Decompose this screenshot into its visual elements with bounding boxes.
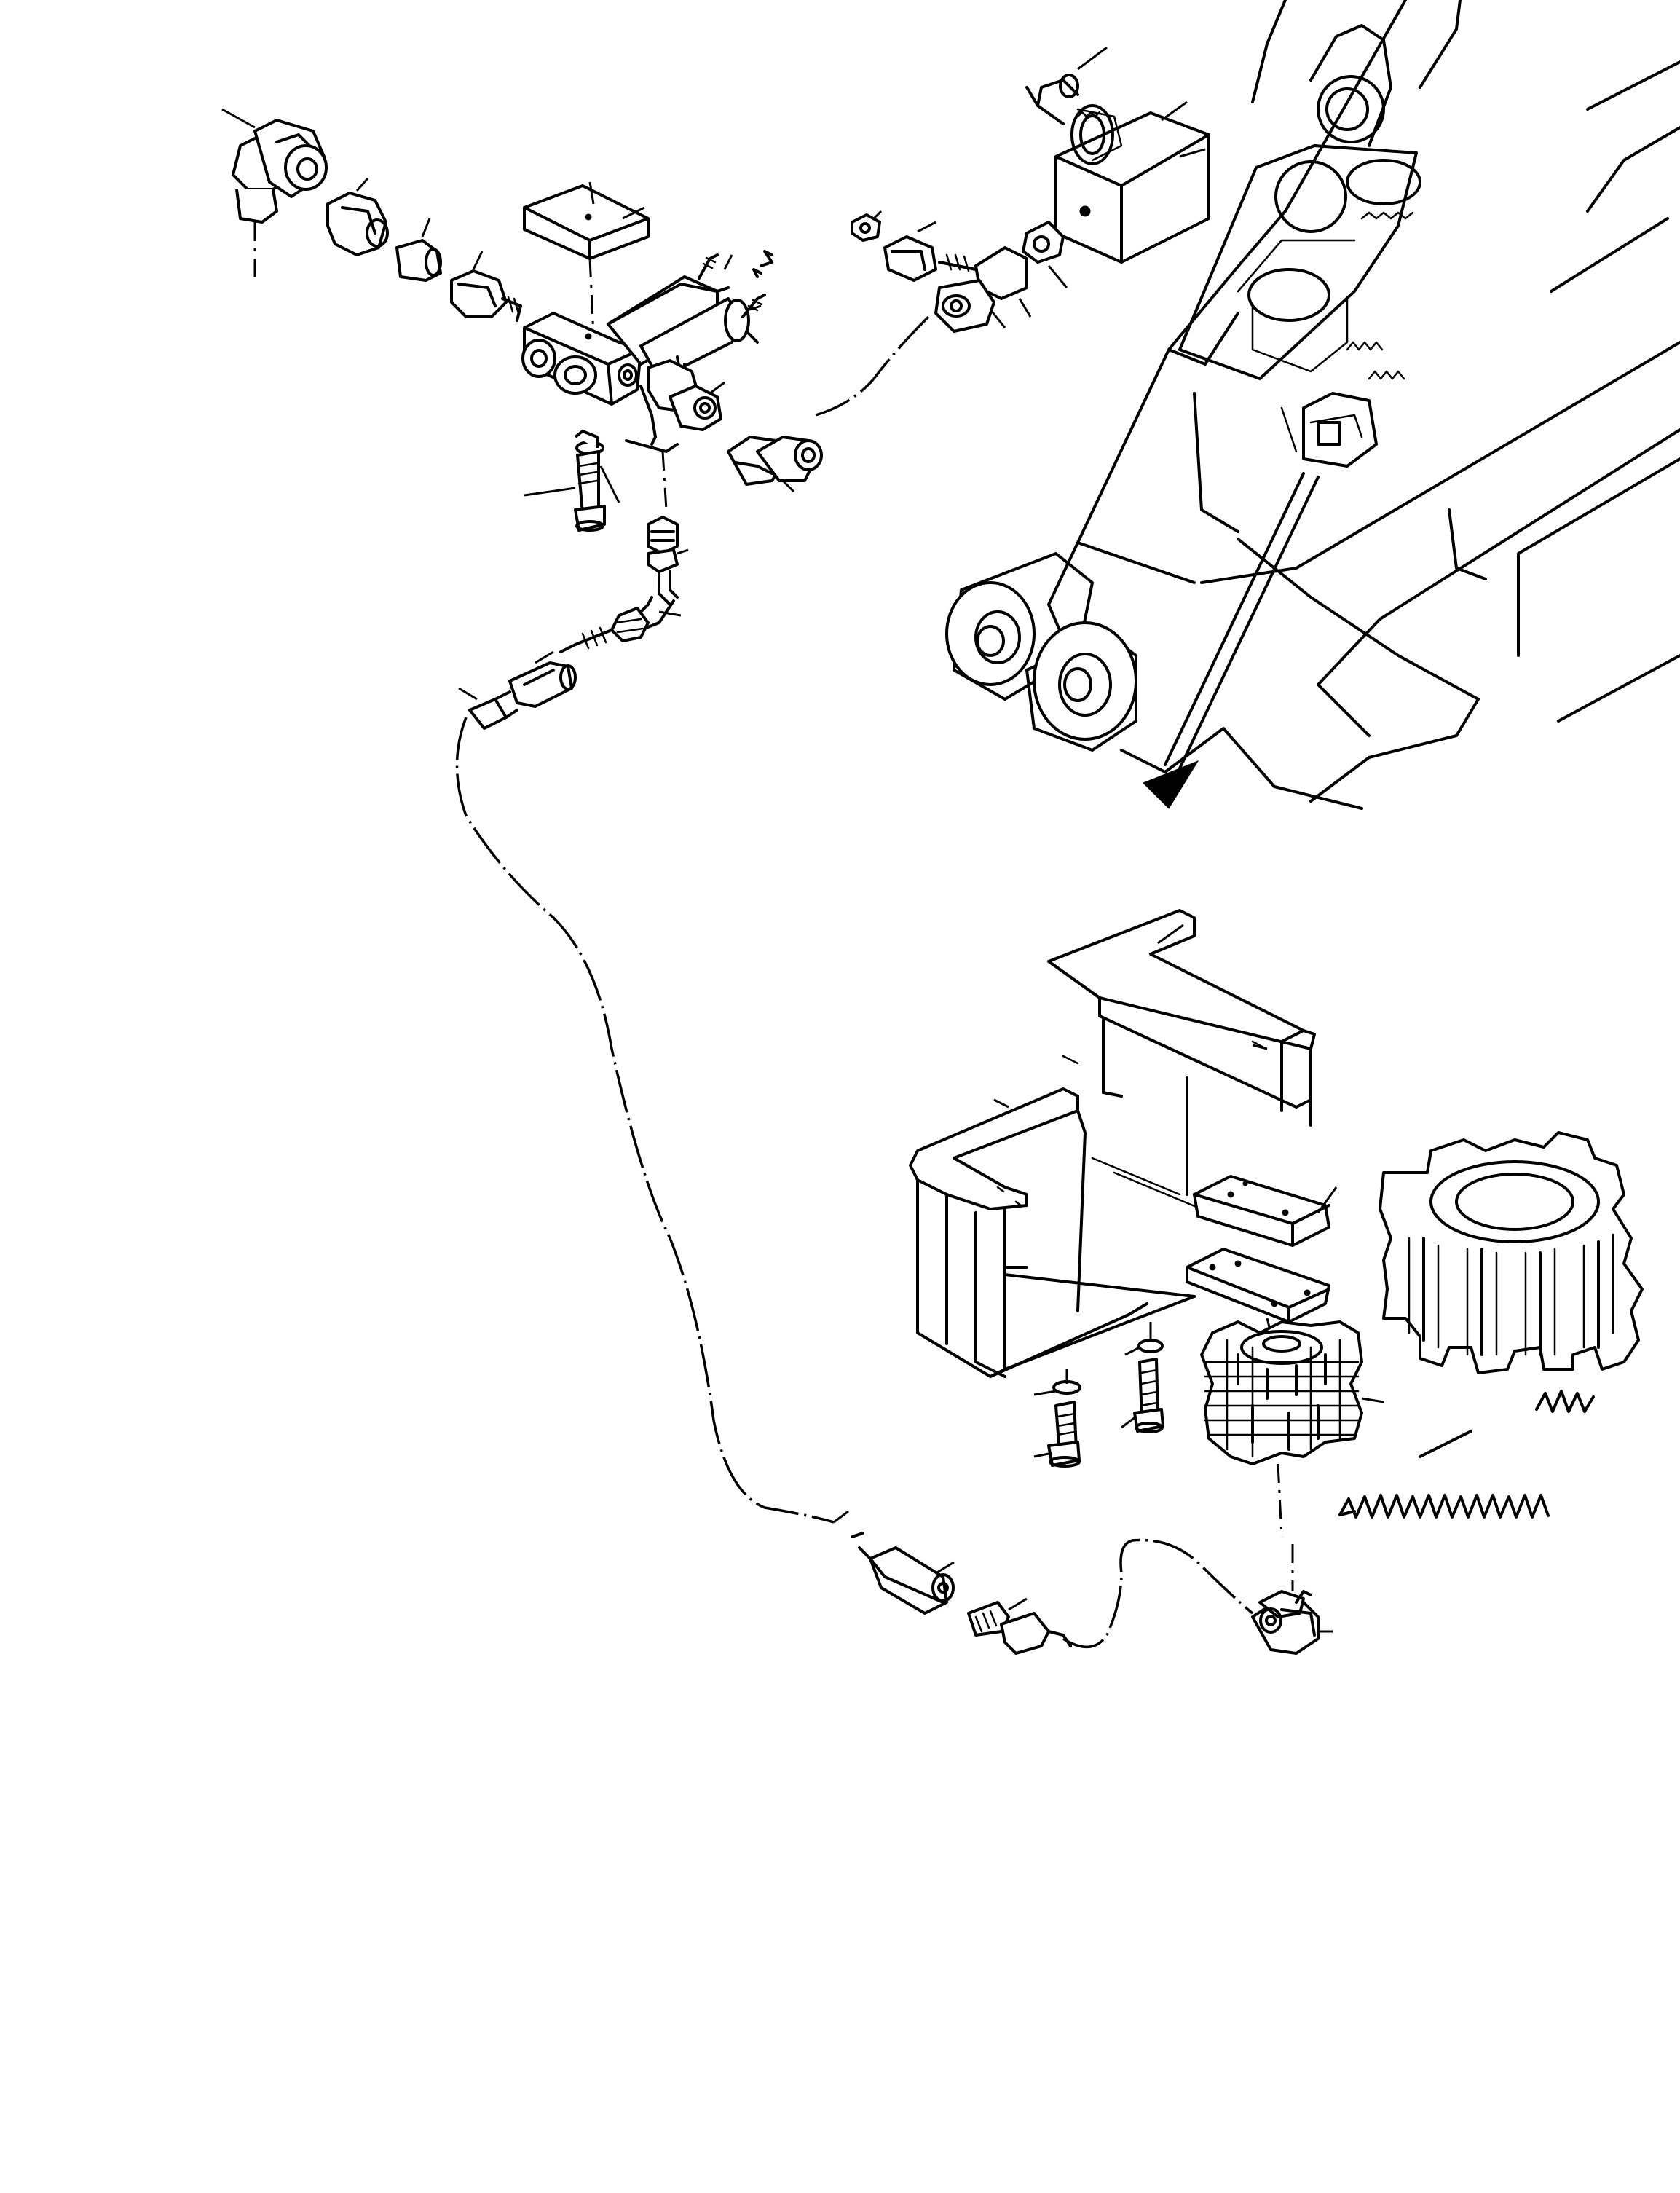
elbow-fitting bbox=[232, 119, 328, 224]
leader-line bbox=[749, 304, 762, 311]
nut bbox=[326, 192, 389, 256]
plug bbox=[1022, 221, 1065, 264]
leader-line bbox=[458, 687, 478, 701]
leader-line bbox=[421, 218, 431, 237]
bolt-with-washer bbox=[1133, 1339, 1164, 1433]
bolt-with-washer bbox=[574, 430, 606, 532]
lube-cylinder bbox=[607, 253, 766, 387]
center-line bbox=[661, 451, 668, 511]
leader-line bbox=[472, 251, 484, 270]
pin-bosses bbox=[945, 552, 1137, 752]
leader-line bbox=[1077, 46, 1108, 71]
leader-line bbox=[1121, 1415, 1137, 1429]
shim-plate bbox=[1193, 1175, 1330, 1247]
rack-teeth bbox=[1338, 1390, 1595, 1519]
leader-line bbox=[1018, 298, 1032, 318]
wire-connector bbox=[1025, 74, 1079, 125]
mounting-pad bbox=[523, 184, 650, 260]
leader-line bbox=[622, 206, 645, 220]
detail-arrow bbox=[1143, 472, 1320, 809]
leader-line bbox=[1033, 1390, 1057, 1396]
sleeve bbox=[395, 239, 442, 282]
center-line bbox=[588, 258, 595, 336]
leader-line bbox=[935, 1561, 955, 1575]
leader-line bbox=[1157, 924, 1184, 945]
leader-line bbox=[993, 1098, 1009, 1109]
leader-line bbox=[1252, 1044, 1268, 1050]
leader-line bbox=[917, 221, 936, 233]
tee-fitting bbox=[934, 246, 1028, 333]
leader-line bbox=[658, 610, 682, 617]
elbow-fitting bbox=[1251, 1590, 1320, 1655]
leader-line bbox=[872, 210, 883, 220]
hose-coupling bbox=[851, 1532, 955, 1615]
center-line bbox=[1277, 1463, 1283, 1538]
leader-line bbox=[677, 548, 689, 555]
terminal bbox=[760, 250, 773, 267]
leader-line bbox=[833, 1510, 849, 1524]
hose-coupling bbox=[508, 626, 613, 708]
pad-plate bbox=[1186, 1248, 1330, 1323]
hose-coupling bbox=[647, 359, 722, 431]
leader-line bbox=[524, 487, 576, 497]
lube-valve-block bbox=[521, 312, 642, 406]
leader-line bbox=[1361, 1397, 1384, 1403]
nut bbox=[851, 213, 937, 282]
leader-line bbox=[1161, 101, 1188, 122]
gear-mechanism bbox=[1280, 392, 1378, 468]
leader-line bbox=[1033, 1452, 1053, 1458]
pinion-gear bbox=[1200, 1320, 1363, 1465]
bracket-housing bbox=[909, 909, 1316, 1378]
large-gear bbox=[1379, 1131, 1644, 1374]
elbow bbox=[727, 436, 823, 486]
leader-line bbox=[588, 181, 595, 205]
bolt-with-washer bbox=[1047, 1380, 1081, 1468]
leader-line bbox=[221, 108, 256, 129]
main-hose bbox=[455, 717, 835, 1524]
terminal bbox=[752, 268, 762, 278]
solenoid-valve bbox=[1054, 104, 1210, 264]
boom-structure bbox=[945, 0, 1680, 810]
leader-line bbox=[599, 465, 620, 503]
leader-line bbox=[355, 178, 369, 192]
leader-line bbox=[723, 254, 733, 270]
leader-line bbox=[1047, 265, 1068, 288]
leader-line bbox=[709, 381, 725, 395]
leader-line bbox=[1179, 148, 1206, 158]
adapter bbox=[647, 516, 679, 606]
connector bbox=[967, 1601, 1072, 1655]
elbow bbox=[610, 596, 675, 642]
lower-hose bbox=[1062, 1538, 1254, 1649]
leader-line bbox=[989, 309, 1006, 328]
hose-line bbox=[815, 315, 930, 417]
feed-line bbox=[625, 439, 679, 453]
leader-line bbox=[1008, 1597, 1028, 1611]
hose-end bbox=[468, 690, 518, 730]
feed-line bbox=[639, 385, 657, 446]
connector bbox=[450, 269, 522, 322]
leader-line bbox=[1124, 1346, 1140, 1356]
leader-line bbox=[535, 650, 554, 664]
leader-line bbox=[1317, 1186, 1338, 1213]
leader-line bbox=[781, 479, 795, 493]
